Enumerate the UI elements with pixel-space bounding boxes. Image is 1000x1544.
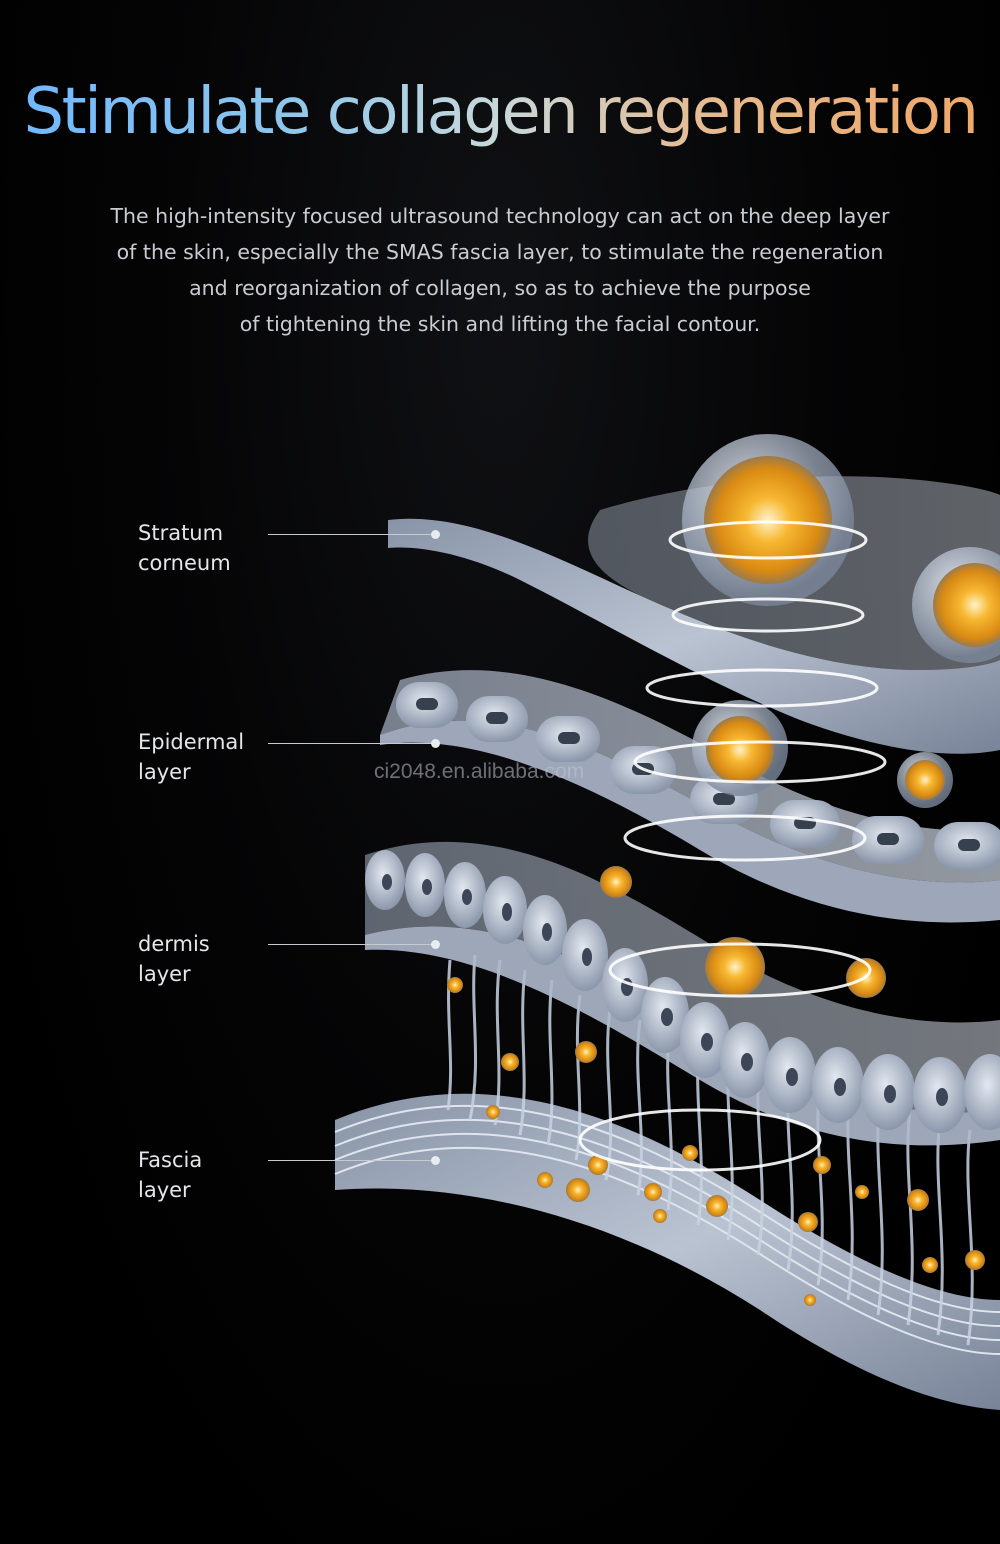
ultrasound-rings — [578, 520, 887, 1172]
leader-dot — [431, 530, 440, 539]
watermark: ci2048.en.alibaba.com — [374, 760, 585, 783]
leader-dot — [431, 940, 440, 949]
label-line: Fascia — [138, 1148, 203, 1172]
dermis-nuclei — [382, 874, 948, 1106]
label-line: Epidermal — [138, 730, 245, 754]
label-line: corneum — [138, 551, 231, 575]
leader-line — [268, 944, 436, 945]
label-dermis-layer: dermis layer — [138, 929, 210, 989]
leader-line — [268, 534, 436, 535]
epidermal-sheet — [380, 670, 1000, 923]
collagen-bubbles — [600, 434, 1000, 998]
page-title: Stimulate collagen regeneration — [0, 72, 1000, 152]
intro-text: The high-intensity focused ultrasound te… — [60, 198, 940, 342]
collagen-orbs — [447, 977, 985, 1306]
epidermal-nuclei — [416, 698, 980, 851]
label-line: Stratum — [138, 521, 224, 545]
label-line: layer — [138, 962, 191, 986]
leader-line — [268, 743, 436, 744]
intro-line: The high-intensity focused ultrasound te… — [110, 204, 890, 228]
leader-line — [268, 1160, 436, 1161]
label-fascia-layer: Fascia layer — [138, 1145, 202, 1205]
skin-layers-illustration — [0, 420, 1000, 1544]
intro-line: of tightening the skin and lifting the f… — [239, 312, 761, 336]
label-epidermal-layer: Epidermal layer — [138, 727, 244, 787]
leader-dot — [431, 739, 440, 748]
leader-dot — [431, 1156, 440, 1165]
intro-line: of the skin, especially the SMAS fascia … — [116, 240, 884, 264]
label-stratum-corneum: Stratum corneum — [138, 518, 231, 578]
label-line: dermis — [138, 932, 210, 956]
label-line: layer — [138, 760, 191, 784]
intro-line: and reorganization of collagen, so as to… — [189, 276, 811, 300]
label-line: layer — [138, 1178, 191, 1202]
